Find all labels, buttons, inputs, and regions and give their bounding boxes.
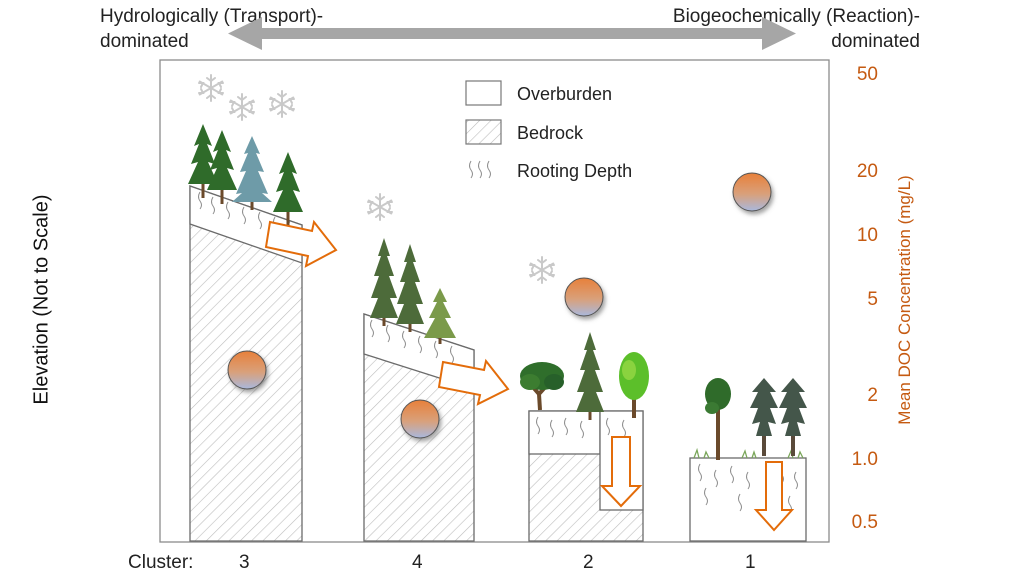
reaction-dominated-label-line2: dominated (831, 31, 920, 52)
flow-arrow-lateral (264, 219, 338, 268)
cluster-1-block (689, 378, 807, 542)
flow-arrow-downward (753, 461, 795, 532)
snowflake-icon (269, 90, 295, 118)
legend-rooting-depth-label: Rooting Depth (517, 161, 633, 181)
doc-bubble-cluster-4 (400, 399, 440, 439)
flow-arrow-downward (599, 436, 643, 508)
cluster-label-2: 2 (583, 552, 594, 573)
snowflake-icon (529, 256, 555, 284)
doc-tick-label: 50 (856, 64, 878, 85)
transport-dominated-label-line1: Hydrologically (Transport)- (100, 6, 324, 27)
snowflake-icon (229, 93, 255, 121)
doc-tick-label: 1.0 (851, 449, 878, 470)
snowflake-icon (198, 74, 224, 102)
fir-tree-icon (370, 238, 398, 326)
doc-tick-label: 5 (867, 289, 878, 310)
cluster-label-4: 4 (412, 552, 423, 573)
rooting-depth-icon (469, 160, 491, 179)
legend-overburden-label: Overburden (517, 84, 613, 104)
oak-tree-icon (518, 360, 566, 412)
doc-tick-label: 10 (856, 225, 878, 246)
snowflake-icon (367, 193, 393, 221)
fir-tree-icon (576, 332, 604, 420)
doc-tick-label: 2 (867, 385, 878, 406)
cluster-prefix-label: Cluster: (128, 552, 194, 573)
cypress-tree-icon (779, 378, 807, 456)
blue-spruce-icon (232, 136, 272, 210)
elevation-axis-title: Elevation (Not to Scale) (30, 194, 53, 405)
deciduous-tree-icon (619, 352, 649, 418)
doc-tick-label: 0.5 (851, 512, 878, 533)
doc-bubble-cluster-3 (227, 350, 267, 390)
cluster-2-block (518, 332, 649, 542)
doc-bubble-cluster-1 (732, 172, 772, 212)
pine-tree-icon (273, 152, 303, 226)
cluster-label-1: 1 (745, 552, 756, 573)
cluster-label-3: 3 (239, 552, 250, 573)
doc-tick-label: 20 (856, 161, 878, 182)
overburden-swatch (465, 80, 502, 106)
gradient-double-arrow (228, 17, 796, 50)
doc-bubble-cluster-2 (564, 277, 604, 317)
reaction-dominated-label-line1: Biogeochemically (Reaction)- (672, 6, 920, 27)
fir-tree-icon (396, 244, 424, 332)
bedrock-swatch (465, 119, 502, 145)
cluster-3-block (188, 124, 303, 542)
ground-grass (693, 447, 804, 459)
transport-dominated-label-line2: dominated (100, 31, 189, 52)
cypress-tree-icon (750, 378, 778, 456)
fir-tree-icon (424, 288, 456, 344)
flow-arrow-lateral (437, 358, 510, 406)
legend (465, 80, 502, 179)
doc-axis-title: Mean DOC Concentration (mg/L) (895, 175, 914, 425)
pine-tree-icon (705, 378, 731, 460)
legend-bedrock-label: Bedrock (517, 123, 584, 143)
plot-frame (159, 59, 830, 543)
